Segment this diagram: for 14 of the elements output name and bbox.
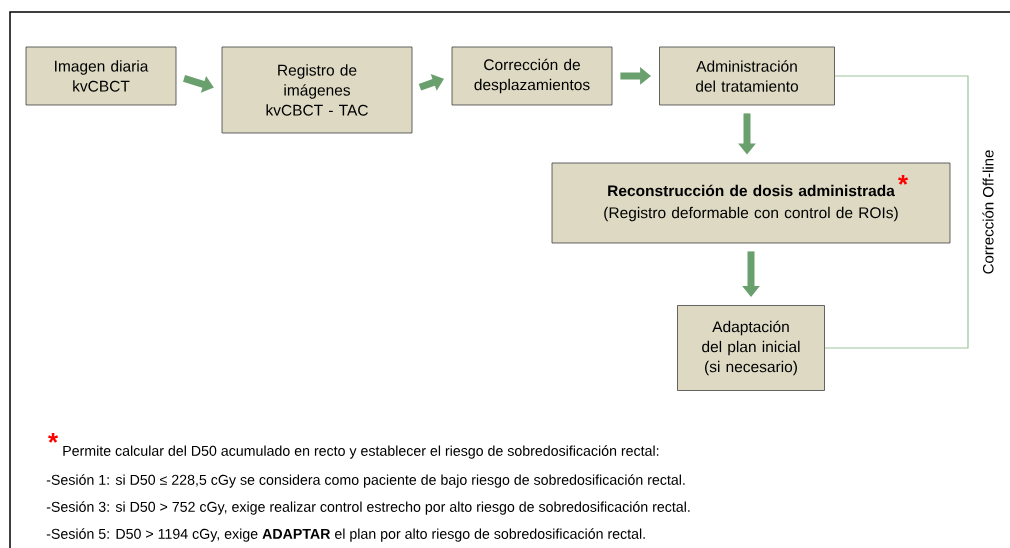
asterisk: *: [898, 175, 909, 185]
footnote-text: -Sesión 3: si D50 > 752 cGy, exige realizar control estrecho por alto riesgo de sobredosificación rectal.: [46, 501, 690, 515]
process-box: Adaptación del plan inicial (si necesario): [677, 305, 825, 391]
process-box: Corrección de desplazamientos: [451, 46, 613, 106]
feedback-line: [824, 75, 969, 349]
process-box: Administración del tratamiento: [659, 46, 835, 106]
footnote-text: Permite calcular del D50 acumulado en recto y establecer el riesgo de sobredosificación rectal:: [63, 445, 659, 459]
footnote-text: -Sesión 1: si D50 ≤ 228,5 cGy se considera como paciente de bajo riesgo de sobredosificación rectal.: [46, 474, 685, 488]
footnote-text: -Sesión 5: D50 > 1194 cGy, exige ADAPTAR el plan por alto riesgo de sobredosificación rectal.: [46, 528, 645, 542]
block-arrow: [418, 74, 444, 91]
asterisk: *: [48, 433, 59, 443]
process-box: Imagen diaria kvCBCT: [25, 46, 177, 106]
edge-label: Corrección Off-line: [981, 148, 995, 276]
process-box: Registro de imágenes kvCBCT - TAC: [221, 46, 413, 134]
